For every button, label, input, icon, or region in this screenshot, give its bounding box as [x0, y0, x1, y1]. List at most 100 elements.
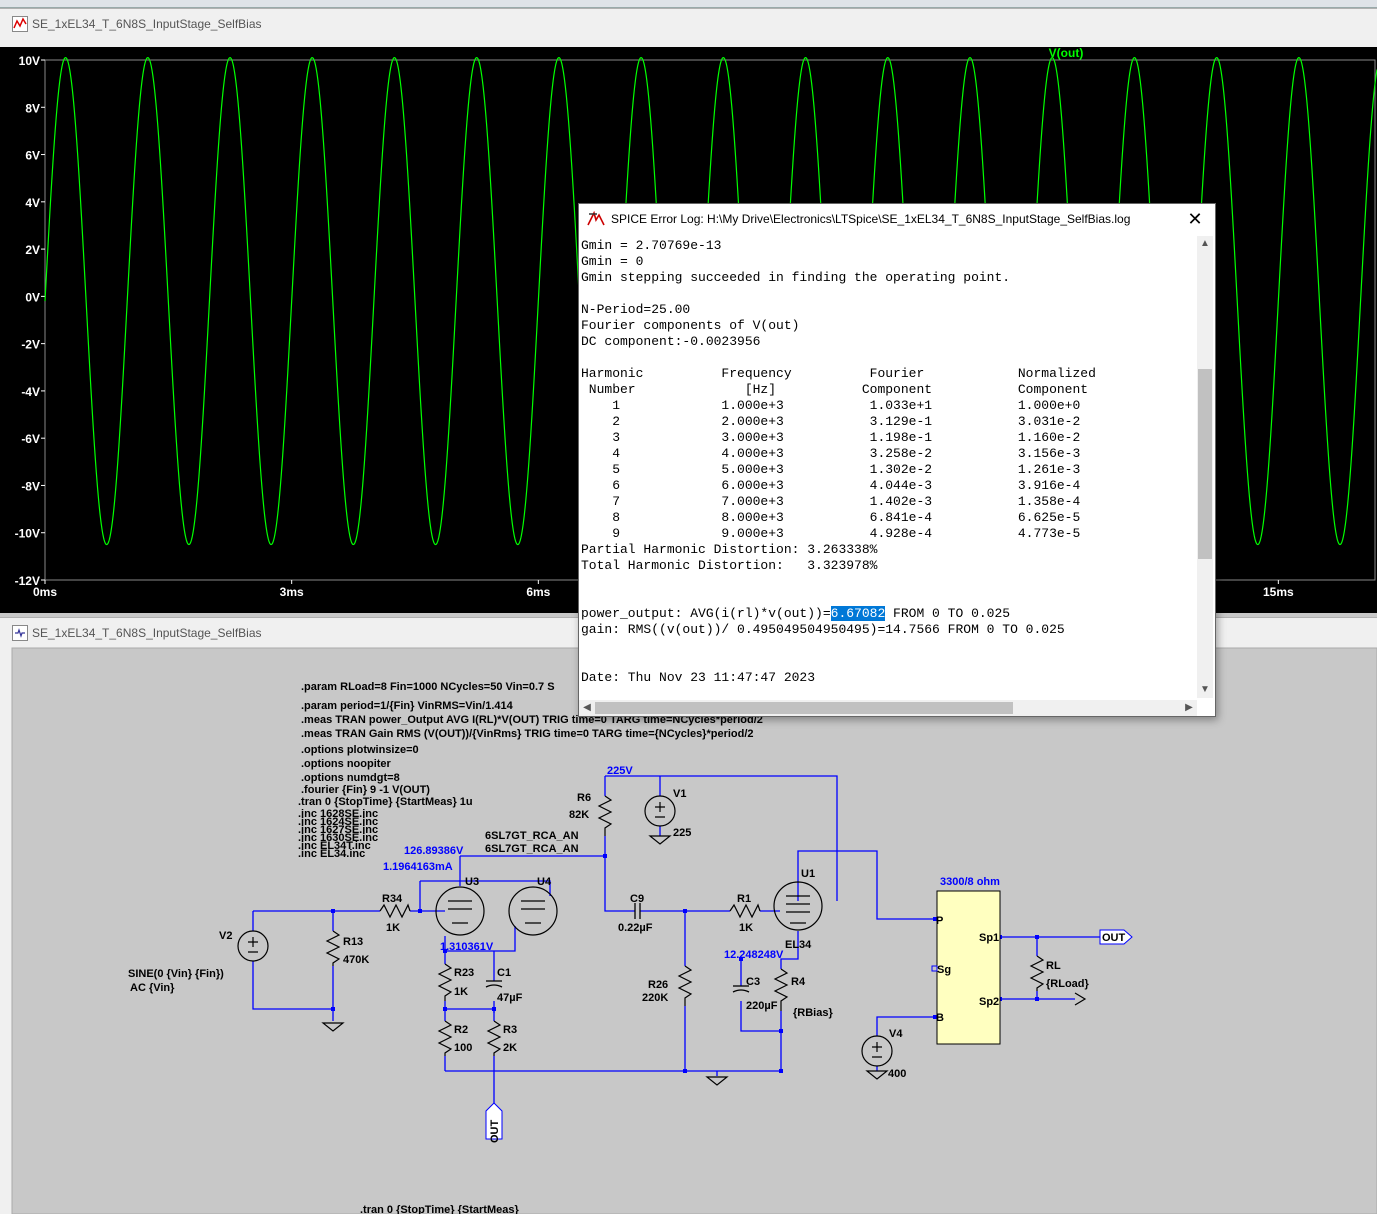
log-text[interactable]: Gmin = 2.70769e-13 Gmin = 0 Gmin steppin…: [581, 238, 1195, 698]
label-transformer: 3300/8 ohm: [940, 876, 1000, 888]
directive-line[interactable]: .inc EL34.inc: [298, 848, 365, 860]
directive-line[interactable]: .inc EL34T.inc: [298, 840, 371, 852]
tubes: [435, 881, 823, 936]
scroll-left-icon[interactable]: ◀: [583, 702, 591, 713]
label-v1-value: 225: [673, 827, 691, 839]
label-c3: C3: [746, 976, 760, 988]
log-text-before: Gmin = 2.70769e-13 Gmin = 0 Gmin steppin…: [581, 238, 1096, 573]
label-c1-value: 47µF: [497, 992, 523, 1004]
resistor-r34: [379, 903, 411, 919]
label-r23: R23: [454, 967, 474, 979]
directive-line[interactable]: .inc 1627SE.inc: [298, 824, 378, 836]
power-output-suffix: FROM 0 TO 0.025: [885, 606, 1011, 621]
schematic-window-titlebar[interactable]: SE_1xEL34_T_6N8S_InputStage_SelfBias: [0, 618, 1377, 648]
trace-legend-label: V(out): [1049, 47, 1084, 60]
tube-u3: [435, 886, 485, 936]
capacitors: [485, 903, 750, 993]
label-r2-value: 100: [454, 1042, 472, 1054]
label-pin-b: B: [936, 1012, 944, 1024]
output-transformer[interactable]: [936, 890, 1001, 1045]
label-r13: R13: [343, 936, 363, 948]
voltage-sources: [237, 795, 893, 1067]
scroll-down-icon[interactable]: ▼: [1200, 684, 1210, 695]
directive-line[interactable]: .options plotwinsize=0: [301, 744, 419, 756]
label-c9: C9: [630, 893, 644, 905]
directive-line[interactable]: .options noopiter: [301, 758, 392, 770]
scroll-up-icon[interactable]: ▲: [1200, 238, 1210, 249]
resistor-r1: [729, 903, 761, 919]
label-pin-sp2: Sp2: [979, 996, 999, 1008]
label-r26: R26: [648, 979, 668, 991]
y-tick-label: -2V: [21, 338, 40, 352]
label-r1: R1: [737, 893, 751, 905]
label-rl: RL: [1046, 960, 1061, 972]
power-output-value[interactable]: 6.67082: [830, 606, 886, 621]
scroll-right-icon[interactable]: ▶: [1185, 702, 1193, 713]
label-rl-value: {RLoad}: [1046, 978, 1090, 990]
schematic-window-title: SE_1xEL34_T_6N8S_InputStage_SelfBias: [32, 626, 262, 640]
spice-error-log-dialog[interactable]: SPICE Error Log: H:\My Drive\Electronics…: [578, 203, 1216, 717]
label-r1-value: 1K: [739, 922, 753, 934]
dialog-title: SPICE Error Log: H:\My Drive\Electronics…: [611, 212, 1131, 226]
dialog-titlebar[interactable]: SPICE Error Log: H:\My Drive\Electronics…: [579, 204, 1215, 234]
x-tick-label: 3ms: [280, 585, 304, 599]
directive-line[interactable]: .meas TRAN Gain RMS (V(OUT))/{VinRms} TR…: [301, 728, 754, 740]
label-el34: EL34: [785, 939, 812, 951]
schematic-canvas[interactable]: .param RLoad=8 Fin=1000 NCycles=50 Vin=0…: [0, 618, 1377, 1214]
directive-line[interactable]: .inc 1630SE.inc: [298, 832, 378, 844]
label-ac: AC {Vin}: [130, 982, 175, 994]
horizontal-scrollbar[interactable]: ◀ ▶: [579, 700, 1197, 716]
directive-line[interactable]: .param period=1/{Fin} VinRMS=Vin/1.414: [301, 700, 514, 712]
component-labels: 225V R6 82K V1 225 U1 EL34 U3 U4 6SL7GT_…: [128, 765, 1126, 1143]
source-v2: [237, 930, 269, 962]
resistor-r6: [597, 795, 613, 836]
resistor-rl: [1029, 955, 1045, 991]
label-sine: SINE(0 {Vin} {Fin}): [128, 968, 224, 980]
y-tick-label: 2V: [25, 243, 40, 257]
close-icon[interactable]: ✕: [1187, 209, 1203, 229]
label-r4-value: {RBias}: [793, 1007, 833, 1019]
resistor-r2: [437, 1020, 453, 1056]
label-r23-value: 1K: [454, 986, 468, 998]
plot-window-titlebar[interactable]: SE_1xEL34_T_6N8S_InputStage_SelfBias: [0, 9, 1377, 39]
directive-line[interactable]: .options numdgt=8: [301, 772, 400, 784]
label-r13-value: 470K: [343, 954, 369, 966]
label-r34: R34: [382, 893, 403, 905]
log-text-after: gain: RMS((v(out))/ 0.495049504950495)=1…: [581, 622, 1065, 685]
directive-line[interactable]: .meas TRAN power_Output AVG I(RL)*V(OUT)…: [301, 714, 763, 726]
vertical-scrollbar[interactable]: ▲ ▼: [1197, 236, 1213, 698]
directive-line[interactable]: .tran 0 {StopTime} {StartMeas} 1u: [298, 796, 473, 808]
resistor-r26: [677, 965, 693, 1006]
resistor-r13: [325, 930, 341, 966]
y-tick-label: -4V: [21, 385, 40, 399]
source-v1: [644, 795, 676, 827]
out-flag-right[interactable]: [1099, 929, 1133, 945]
directive-line[interactable]: .inc 1624SE.inc: [298, 816, 378, 828]
label-v1: V1: [673, 788, 686, 800]
label-pin-p: P: [936, 915, 943, 927]
out-flag-bottom[interactable]: [485, 1102, 503, 1140]
grounds: [321, 835, 1087, 1086]
power-output-prefix: power_output: AVG(i(rl)*v(out))=: [581, 606, 831, 621]
label-r3-value: 2K: [503, 1042, 517, 1054]
schematic-background: [11, 647, 1377, 1214]
vertical-scroll-thumb[interactable]: [1198, 369, 1212, 559]
tube-u4: [508, 886, 558, 936]
y-tick-label: 0V: [25, 290, 40, 304]
x-tick-label: 6ms: [526, 585, 550, 599]
label-node-voltage-3: 12.248248V: [724, 949, 784, 961]
label-pin-sg: Sg: [937, 964, 951, 976]
directive-line[interactable]: .fourier {Fin} 9 -1 V(OUT): [301, 784, 430, 796]
schematic-icon: [12, 625, 28, 641]
spice-directives[interactable]: .param RLoad=8 Fin=1000 NCycles=50 Vin=0…: [298, 681, 763, 860]
tube-u1: [773, 881, 823, 931]
label-node-current-1: 1.1964163mA: [383, 861, 453, 873]
label-c9-value: 0.22µF: [618, 922, 653, 934]
bottom-directive[interactable]: .tran 0 {StopTime} {StartMeas}: [360, 1204, 519, 1214]
directive-line[interactable]: .param RLoad=8 Fin=1000 NCycles=50 Vin=0…: [301, 681, 555, 693]
horizontal-scroll-thumb[interactable]: [595, 702, 1013, 714]
resistor-r4: [773, 968, 789, 1011]
directive-line[interactable]: .inc 1628SE.inc: [298, 808, 378, 820]
plot-window-title: SE_1xEL34_T_6N8S_InputStage_SelfBias: [32, 17, 262, 31]
y-tick-label: -6V: [21, 432, 40, 446]
